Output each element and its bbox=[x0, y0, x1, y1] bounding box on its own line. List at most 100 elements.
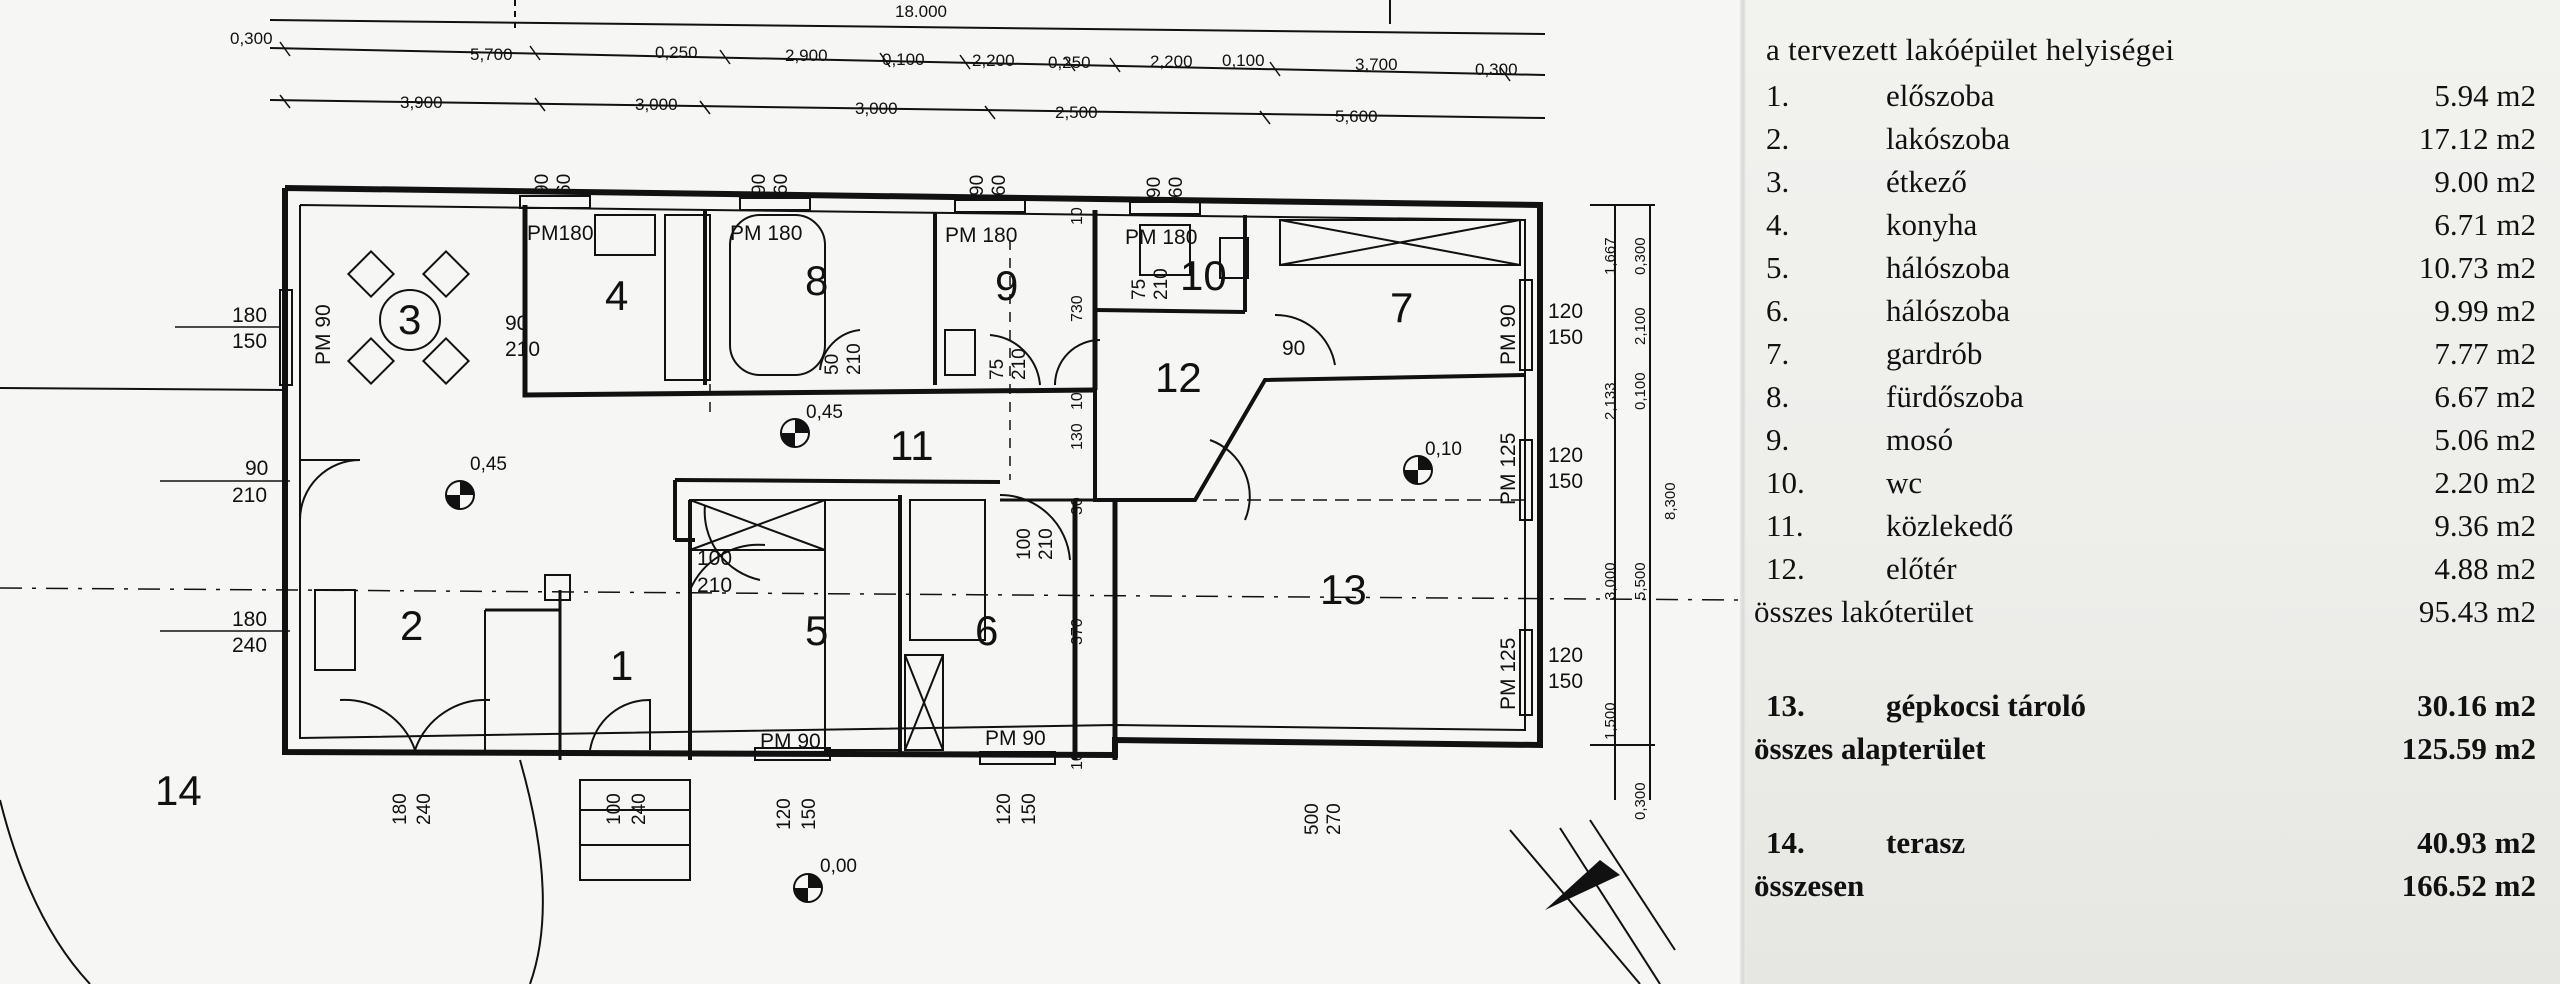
dim-line-row2 bbox=[269, 99, 1546, 119]
legend-row-7: 7. gardrób 7.77 m2 bbox=[1766, 336, 2536, 371]
svg-text:60: 60 bbox=[989, 175, 1010, 196]
svg-text:PM 90: PM 90 bbox=[760, 730, 821, 753]
room-number-6: 6 bbox=[975, 607, 998, 654]
svg-text:90: 90 bbox=[749, 174, 770, 195]
svg-text:3,700: 3,700 bbox=[1355, 55, 1398, 74]
svg-text:90: 90 bbox=[245, 457, 268, 480]
svg-text:210: 210 bbox=[505, 338, 540, 361]
svg-text:60: 60 bbox=[1166, 177, 1187, 198]
svg-text:75: 75 bbox=[987, 359, 1008, 380]
legend-title: a tervezett lakóépület helyiségei bbox=[1766, 32, 2175, 67]
svg-text:5,700: 5,700 bbox=[470, 45, 513, 64]
dim-line-row1 bbox=[269, 47, 1546, 76]
svg-text:5,500: 5,500 bbox=[1632, 562, 1649, 600]
room-legend: a tervezett lakóépület helyiségei 1. elő… bbox=[1746, 0, 2560, 984]
svg-text:150: 150 bbox=[1548, 326, 1583, 349]
dim-line-total bbox=[269, 19, 1546, 35]
room-number-9: 9 bbox=[995, 262, 1018, 309]
svg-text:0,300: 0,300 bbox=[1632, 237, 1649, 275]
svg-text:0,250: 0,250 bbox=[1048, 53, 1091, 72]
page-fold bbox=[1740, 0, 1746, 984]
svg-text:0,300: 0,300 bbox=[1475, 60, 1518, 79]
svg-text:60: 60 bbox=[554, 174, 575, 195]
svg-text:PM 180: PM 180 bbox=[1125, 226, 1197, 249]
legend-row-6: 6. hálószoba 9.99 m2 bbox=[1766, 293, 2536, 328]
svg-text:210: 210 bbox=[1009, 348, 1030, 380]
svg-text:1,667: 1,667 bbox=[1602, 237, 1619, 275]
svg-text:150: 150 bbox=[232, 330, 267, 353]
svg-text:0,300: 0,300 bbox=[230, 29, 273, 48]
svg-text:2,100: 2,100 bbox=[1632, 307, 1649, 345]
svg-text:90: 90 bbox=[1282, 337, 1305, 360]
legend-row-9: 9. mosó 5.06 m2 bbox=[1766, 422, 2536, 457]
svg-text:90: 90 bbox=[1144, 177, 1165, 198]
legend-row-5: 5. hálószoba 10.73 m2 bbox=[1766, 250, 2536, 285]
svg-text:180: 180 bbox=[232, 608, 267, 631]
legend-row-14: 14. terasz 40.93 m2 bbox=[1766, 825, 2536, 860]
legend-row-4: 4. konyha 6.71 m2 bbox=[1766, 207, 2536, 242]
svg-text:500: 500 bbox=[1302, 803, 1323, 835]
legend-row-10: 10. wc 2.20 m2 bbox=[1766, 465, 2536, 500]
svg-text:1,500: 1,500 bbox=[1602, 702, 1619, 740]
room-number-13: 13 bbox=[1320, 566, 1367, 613]
svg-text:150: 150 bbox=[1019, 793, 1040, 825]
svg-text:50: 50 bbox=[822, 354, 843, 375]
svg-text:0,00: 0,00 bbox=[820, 856, 857, 877]
svg-text:PM 90: PM 90 bbox=[1497, 304, 1520, 365]
room-number-3: 3 bbox=[398, 296, 421, 343]
room-number-5: 5 bbox=[805, 607, 828, 654]
svg-text:PM 180: PM 180 bbox=[730, 222, 802, 245]
svg-text:30: 30 bbox=[1069, 497, 1086, 515]
svg-text:0,250: 0,250 bbox=[655, 43, 698, 62]
svg-text:3,000: 3,000 bbox=[1602, 562, 1619, 600]
svg-text:3,900: 3,900 bbox=[400, 93, 443, 112]
svg-text:240: 240 bbox=[629, 793, 650, 825]
room-number-1: 1 bbox=[610, 642, 633, 689]
legend-row-3: 3. étkező 9.00 m2 bbox=[1766, 164, 2536, 199]
legend-row-13: 13. gépkocsi tároló 30.16 m2 bbox=[1766, 688, 2536, 723]
room-number-10: 10 bbox=[1180, 252, 1227, 299]
svg-text:120: 120 bbox=[774, 798, 795, 830]
svg-text:PM 125: PM 125 bbox=[1497, 638, 1520, 710]
svg-text:10: 10 bbox=[1069, 752, 1086, 770]
svg-text:PM 90: PM 90 bbox=[985, 727, 1046, 750]
svg-text:210: 210 bbox=[232, 484, 267, 507]
legend-row-8: 8. fürdőszoba 6.67 m2 bbox=[1766, 379, 2536, 414]
svg-text:210: 210 bbox=[697, 574, 732, 597]
legend-row-2: 2. lakószoba 17.12 m2 bbox=[1766, 121, 2536, 156]
room-number-4: 4 bbox=[605, 272, 628, 319]
svg-text:90: 90 bbox=[505, 312, 528, 335]
legend-total-floor: összes alapterület 125.59 m2 bbox=[1754, 731, 2536, 766]
legend-row-12: 12. előtér 4.88 m2 bbox=[1766, 551, 2536, 586]
legend-total-living: összes lakóterület 95.43 m2 bbox=[1754, 594, 2536, 629]
svg-text:PM180: PM180 bbox=[527, 222, 594, 245]
svg-text:100: 100 bbox=[697, 547, 732, 570]
svg-text:0,300: 0,300 bbox=[1632, 782, 1649, 820]
svg-text:2,500: 2,500 bbox=[1055, 103, 1098, 122]
svg-text:150: 150 bbox=[1548, 470, 1583, 493]
svg-text:2,900: 2,900 bbox=[785, 46, 828, 65]
svg-text:100: 100 bbox=[1014, 528, 1035, 560]
svg-text:120: 120 bbox=[1548, 644, 1583, 667]
room-number-12: 12 bbox=[1155, 354, 1202, 401]
floor-plan-svg: 18.000 0,300 5,700 0,250 2,900 0,100 2,2… bbox=[0, 0, 1740, 984]
dim-total: 18.000 bbox=[895, 2, 947, 21]
svg-text:150: 150 bbox=[1548, 670, 1583, 693]
svg-text:0,100: 0,100 bbox=[1222, 51, 1265, 70]
svg-text:210: 210 bbox=[844, 343, 865, 375]
svg-text:PM 125: PM 125 bbox=[1497, 433, 1520, 505]
svg-text:60: 60 bbox=[771, 174, 792, 195]
svg-text:10: 10 bbox=[1069, 392, 1086, 410]
svg-text:240: 240 bbox=[414, 793, 435, 825]
svg-text:0,45: 0,45 bbox=[806, 402, 843, 423]
svg-text:75: 75 bbox=[1129, 279, 1150, 300]
svg-text:120: 120 bbox=[1548, 444, 1583, 467]
svg-text:90: 90 bbox=[967, 175, 988, 196]
room-number-7: 7 bbox=[1390, 284, 1413, 331]
legend-total: összesen 166.52 m2 bbox=[1754, 868, 2536, 903]
svg-text:730: 730 bbox=[1069, 295, 1086, 322]
svg-text:3,000: 3,000 bbox=[635, 95, 678, 114]
svg-text:120: 120 bbox=[994, 793, 1015, 825]
svg-text:3,000: 3,000 bbox=[855, 99, 898, 118]
svg-text:0,45: 0,45 bbox=[470, 454, 507, 475]
